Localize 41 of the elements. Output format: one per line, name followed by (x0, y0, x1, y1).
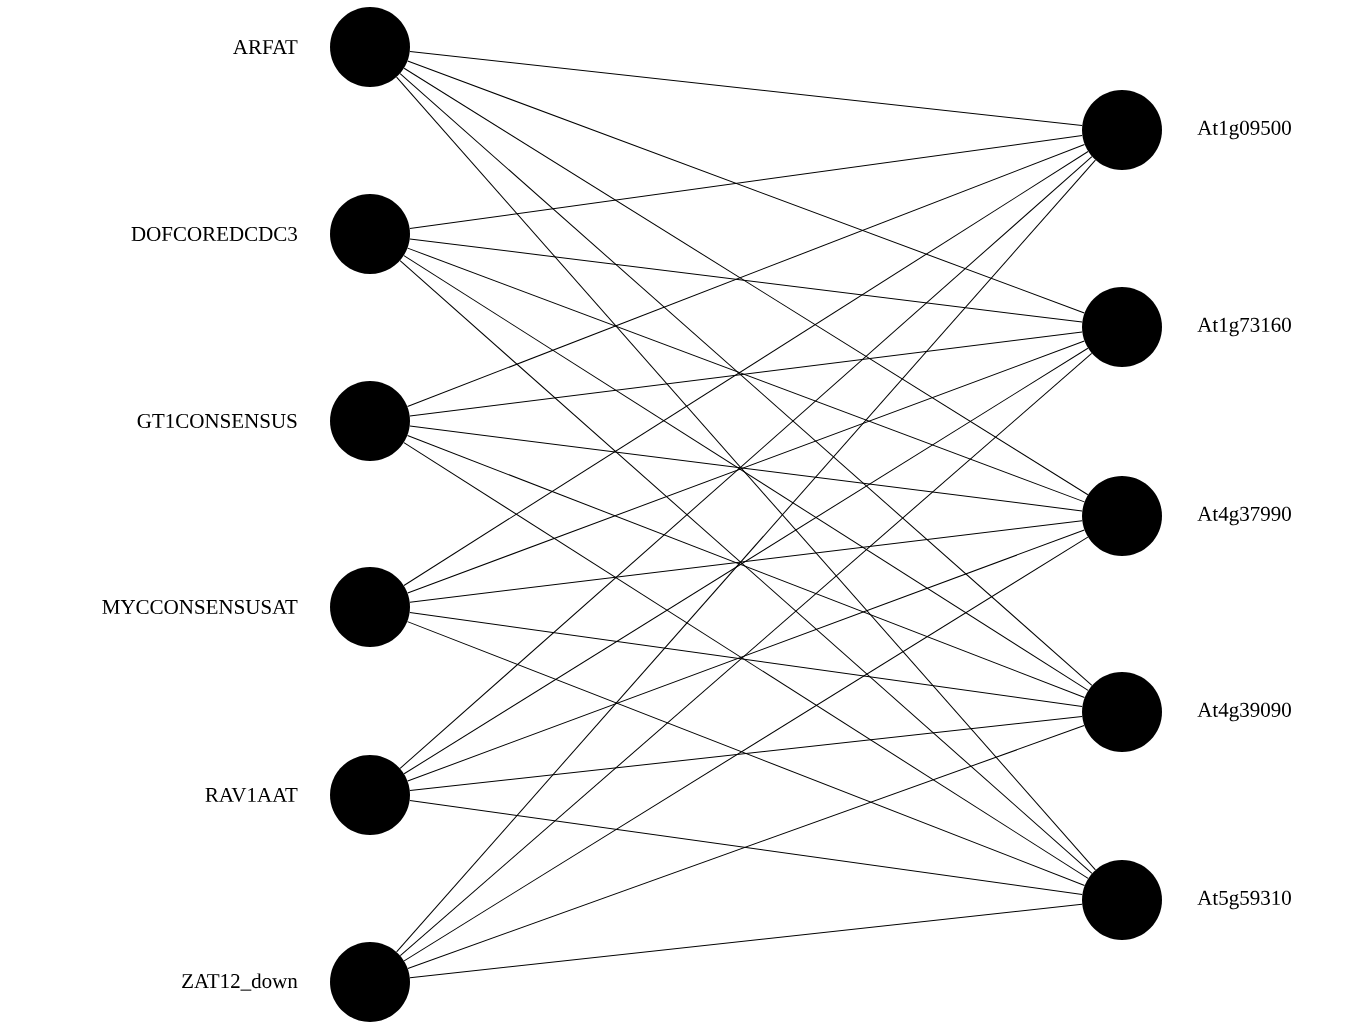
node-label: At4g39090 (1197, 702, 1291, 722)
connector-line (409, 612, 1083, 707)
connector-line (407, 144, 1085, 407)
connector-line (396, 76, 1096, 871)
connector-line (403, 347, 1089, 775)
node-label: At1g73160 (1197, 317, 1291, 337)
connector-line (409, 50, 1083, 127)
connector-line (407, 60, 1085, 314)
node-label: RAV1AAT (205, 787, 298, 803)
connector-line (403, 151, 1089, 586)
connector-line (409, 715, 1083, 792)
node-label: ZAT12_down (182, 973, 298, 991)
connector-line (399, 156, 1093, 769)
node-label: At1g09500 (1197, 120, 1291, 140)
connector-line (409, 135, 1083, 229)
connector-line (399, 260, 1093, 874)
connector-line (399, 352, 1093, 957)
connector-line (403, 536, 1089, 962)
node-label: DOFCOREDCDC3 (131, 226, 297, 242)
connector-line (406, 621, 1086, 886)
connector-line (407, 725, 1085, 969)
connector-line (409, 425, 1083, 512)
connector-line (407, 435, 1085, 698)
node-label: At4g37990 (1197, 506, 1291, 526)
connector-line (403, 442, 1089, 879)
connector-line (407, 529, 1085, 782)
connector-line (409, 520, 1083, 603)
connector-line (403, 67, 1089, 496)
node-label: MYCCONSENSUSAT (102, 599, 298, 615)
connector-line (409, 238, 1083, 323)
connector-line (409, 903, 1083, 979)
node-label: At5g59310 (1197, 890, 1291, 910)
connector-line (396, 159, 1096, 953)
node-label: ARFAT (233, 40, 298, 54)
connector-line (409, 800, 1083, 895)
connector-line (399, 73, 1093, 686)
node-label: GT1CONSENSUS (137, 413, 297, 429)
connector-line (407, 340, 1085, 594)
connector-line (407, 247, 1085, 503)
connector-line (409, 331, 1083, 417)
connector-line (403, 255, 1089, 691)
